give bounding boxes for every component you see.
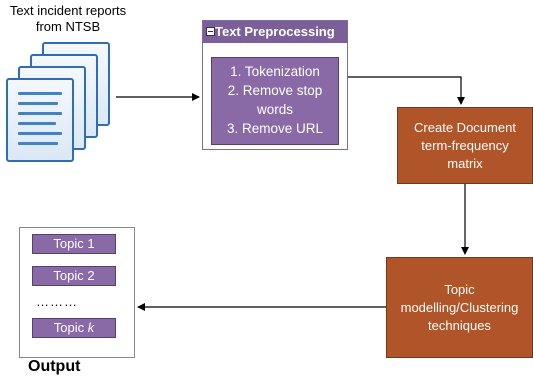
collapse-icon[interactable] xyxy=(206,27,215,36)
documents-icon xyxy=(6,42,112,167)
source-label: Text incident reports from NTSB xyxy=(9,3,127,34)
dtm-label: Create Document term-frequency matrix xyxy=(414,119,516,171)
output-label: Output xyxy=(28,358,81,375)
topic-k: Topic k xyxy=(32,318,116,338)
preprocessing-steps: 1. Tokenization 2. Remove stop words 3. … xyxy=(211,57,339,145)
step-remove-stop: 2. Remove stop xyxy=(227,83,323,98)
modelling-label: Topic modelling/Clustering techniques xyxy=(400,281,519,333)
topic-k-prefix: Topic xyxy=(53,320,88,335)
preprocessing-title: Text Preprocessing xyxy=(215,24,335,39)
step-tokenization: 1. Tokenization xyxy=(230,64,320,79)
topic-1: Topic 1 xyxy=(32,234,116,254)
ellipsis: ……… xyxy=(36,294,78,309)
step-remove-url: 3. Remove URL xyxy=(226,121,324,136)
dtm-box: Create Document term-frequency matrix xyxy=(397,107,533,184)
output-box: Topic 1 Topic 2 ……… Topic k xyxy=(19,227,135,358)
topic-2: Topic 2 xyxy=(32,266,116,286)
preprocessing-header[interactable]: Text Preprocessing xyxy=(203,21,347,43)
modelling-box: Topic modelling/Clustering techniques xyxy=(386,257,533,358)
step-remove-stop-cont: words xyxy=(256,102,293,117)
preprocessing-container: Text Preprocessing 1. Tokenization 2. Re… xyxy=(202,20,348,150)
arrow-prep-to-dtm xyxy=(348,76,465,105)
topic-k-var: k xyxy=(87,320,95,335)
